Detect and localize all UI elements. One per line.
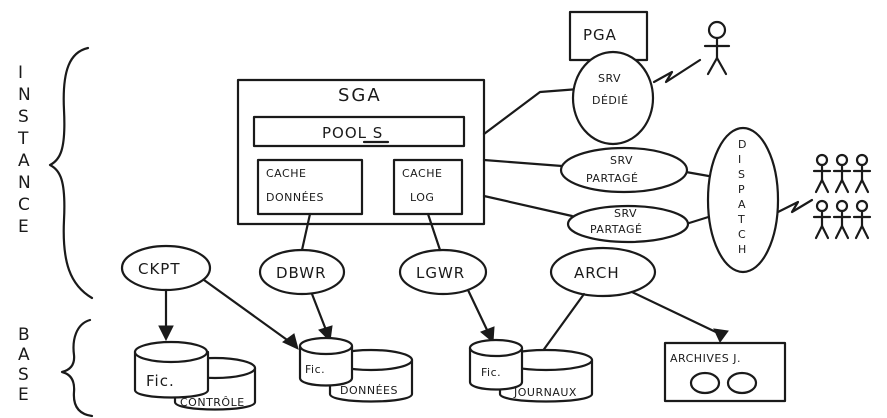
fic-donnees-label: Fic.: [305, 363, 325, 376]
ckpt-label: CKPT: [138, 260, 181, 278]
donnees-label: DONNÉES: [340, 384, 398, 397]
pool-label: POOL S: [322, 124, 383, 142]
srv-dedie-ellipse: [571, 50, 655, 146]
archives-box: [663, 341, 787, 403]
user-icon: [832, 199, 852, 240]
cache-log-label-2: LOG: [410, 191, 434, 204]
sga-to-srv-partage1-line: [482, 158, 564, 168]
controle-label: CONTRÔLE: [180, 396, 245, 409]
fichier-controle-cylinder: [133, 340, 257, 411]
user-icon: [812, 199, 832, 240]
pool-box: [252, 115, 466, 148]
ckpt-to-donnees-arrow: [202, 278, 299, 350]
arch-label: ARCH: [574, 264, 620, 282]
lgwr-label: LGWR: [416, 264, 465, 282]
srv-partage1-label-1: SRV: [610, 154, 633, 167]
arch-to-archives-arrow: [630, 290, 729, 343]
lgwr-to-journaux-arrow: [466, 288, 495, 344]
arch-ellipse: [549, 246, 657, 298]
arch-to-journaux-line: [540, 292, 586, 354]
ckpt-to-controle-arrow: [158, 288, 174, 342]
srv-partage2-label-1: SRV: [614, 207, 637, 220]
users-group-icon: [812, 153, 872, 240]
dispatch-users-link: [776, 198, 814, 214]
cache-donnees-to-dbwr-line: [300, 212, 312, 252]
srv-partage2-label-2: PARTAGÉ: [590, 223, 642, 236]
dispatch-ellipse: [706, 126, 780, 274]
pga-label: PGA: [583, 26, 617, 44]
fic-controle-label: Fic.: [146, 372, 175, 390]
dedie-user-link: [652, 58, 702, 84]
user-icon: [852, 199, 872, 240]
cache-log-to-lgwr-line: [426, 212, 442, 252]
user-icon: [852, 153, 872, 194]
archive-tape-icon: [689, 371, 721, 395]
journaux-label: JOURNAUX: [513, 386, 577, 399]
sga-label: SGA: [338, 85, 382, 106]
srv-partage1-label-2: PARTAGÉ: [586, 172, 638, 185]
fichier-journaux-cylinder: [468, 338, 594, 403]
dbwr-to-donnees-arrow: [310, 292, 333, 343]
instance-brace: [48, 46, 94, 300]
archive-tape-icon: [726, 371, 758, 395]
user-icon: [812, 153, 832, 194]
fichier-donnees-cylinder: [298, 336, 414, 403]
srv-dedie-label-1: SRV: [598, 72, 621, 85]
srv-partage2-ellipse: [566, 204, 690, 244]
cache-donnees-label-1: CACHE: [266, 167, 306, 180]
user-icon: [703, 20, 731, 76]
sga-to-srv-partage2-line: [482, 194, 574, 218]
fic-journaux-label: Fic.: [481, 366, 501, 379]
user-icon: [832, 153, 852, 194]
cache-log-label-1: CACHE: [402, 167, 442, 180]
cache-donnees-label-2: DONNÉES: [266, 191, 324, 204]
srv-dedie-label-2: DÉDIÉ: [592, 94, 629, 107]
lgwr-ellipse: [398, 248, 488, 296]
archives-label: ARCHIVES J.: [670, 352, 741, 365]
srv-partage1-ellipse: [559, 146, 689, 194]
base-brace: [60, 318, 94, 418]
dbwr-label: DBWR: [276, 264, 327, 282]
